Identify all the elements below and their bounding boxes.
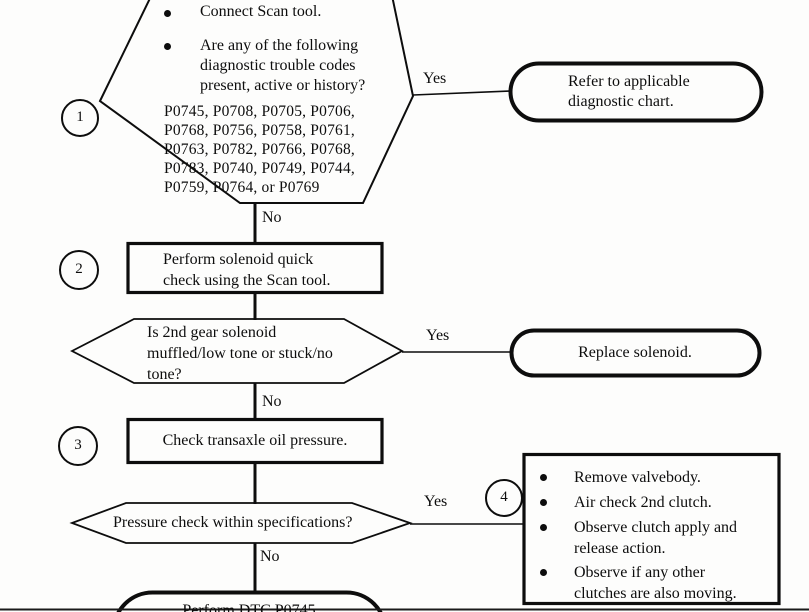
step2-number-circle bbox=[59, 250, 99, 290]
terminator-replace-solenoid bbox=[509, 328, 762, 378]
step4-action-list: Remove valvebody. Air check 2nd clutch. … bbox=[536, 467, 772, 604]
step2-decision-hexagon bbox=[70, 318, 404, 384]
terminator-refer-chart bbox=[508, 61, 764, 123]
terminal-text: Perform DTC P0745 bbox=[182, 602, 316, 612]
step3-process-box bbox=[126, 417, 384, 465]
step1-trouble-codes: P0745, P0708, P0705, P0706, P0768, P0756… bbox=[164, 103, 356, 196]
list-item: Connect Scan tool. bbox=[158, 3, 400, 21]
refer-chart-text: Refer to applicable diagnostic chart. bbox=[568, 73, 690, 110]
step3-number: 3 bbox=[74, 437, 82, 453]
step1-bullet1: Connect Scan tool. bbox=[200, 3, 322, 20]
step2-yes-label: Yes bbox=[426, 327, 450, 344]
bullet-icon bbox=[540, 524, 547, 531]
bullet-icon bbox=[540, 499, 547, 506]
bullet-icon bbox=[540, 474, 547, 481]
step3-action-text: Check transaxle oil pressure. bbox=[162, 432, 348, 449]
step1-hexagon-content: Connect Scan tool. Are any of the follow… bbox=[158, 3, 400, 197]
step3-decision-hexagon bbox=[69, 502, 413, 544]
step3-question-text: Pressure check within specifications? bbox=[113, 514, 353, 531]
step3-number-circle bbox=[58, 426, 98, 466]
step2-process-box bbox=[126, 241, 384, 295]
step2-action-text: Perform solenoid quick check using the S… bbox=[163, 251, 331, 289]
step4-action-box bbox=[522, 452, 781, 606]
terminator-perform-dtc bbox=[116, 590, 383, 612]
step4-number: 4 bbox=[500, 489, 508, 505]
bullet-icon bbox=[164, 43, 171, 50]
yes-connector-1 bbox=[412, 90, 512, 96]
step4-bullet: Observe if any other clutches are also m… bbox=[574, 564, 737, 602]
step4-number-circle bbox=[485, 479, 523, 517]
step3-yes-label: Yes bbox=[424, 493, 448, 510]
step1-number: 1 bbox=[76, 109, 84, 125]
step2-number: 2 bbox=[75, 261, 83, 277]
list-item: Observe if any other clutches are also m… bbox=[536, 562, 772, 604]
step4-bullet: Observe clutch apply and release action. bbox=[574, 519, 738, 557]
step1-bullet2: Are any of the following diagnostic trou… bbox=[200, 37, 366, 94]
step4-bullet: Air check 2nd clutch. bbox=[574, 494, 712, 511]
list-item: Remove valvebody. bbox=[536, 467, 772, 488]
step1-no-label: No bbox=[262, 209, 282, 226]
list-item: Air check 2nd clutch. bbox=[536, 492, 772, 513]
step1-hexagon bbox=[98, 0, 415, 204]
bullet-icon bbox=[540, 569, 547, 576]
list-item: Are any of the following diagnostic trou… bbox=[158, 36, 400, 96]
step3-no-label: No bbox=[260, 548, 280, 565]
bullet-icon bbox=[164, 10, 171, 17]
step2-question-text: Is 2nd gear solenoid muffled/low tone or… bbox=[147, 324, 333, 383]
list-item: Observe clutch apply and release action. bbox=[536, 517, 772, 559]
step1-yes-label: Yes bbox=[423, 70, 447, 87]
step2-no-label: No bbox=[262, 393, 282, 410]
step4-bullet: Remove valvebody. bbox=[574, 469, 701, 486]
replace-solenoid-text: Replace solenoid. bbox=[578, 344, 692, 361]
step1-number-circle bbox=[61, 99, 99, 137]
